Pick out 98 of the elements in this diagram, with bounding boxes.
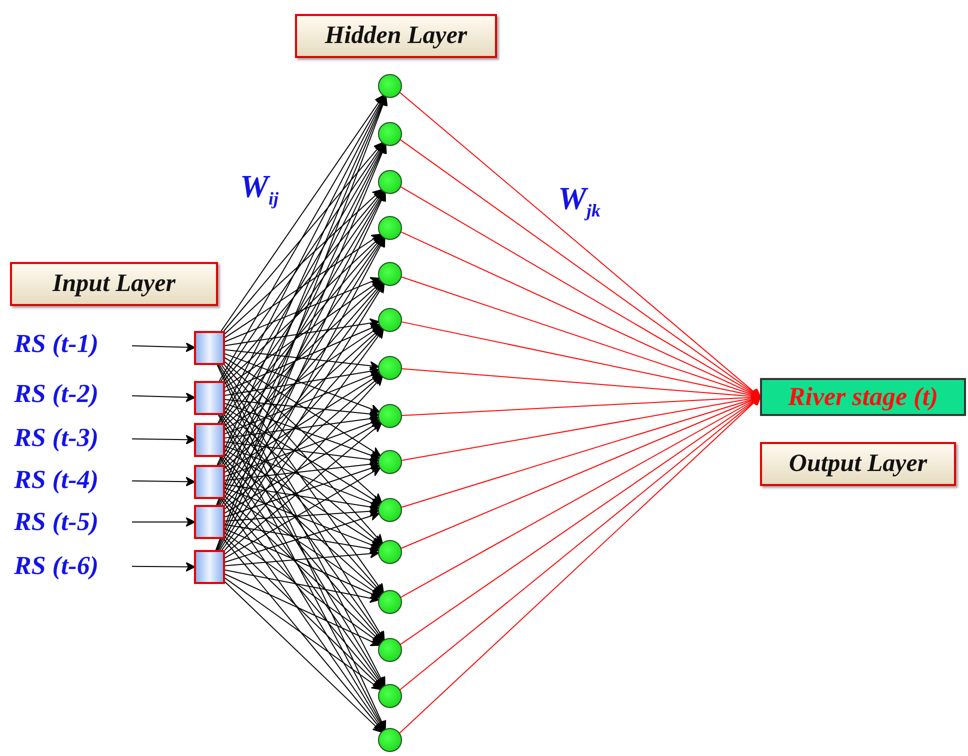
hidden-neuron — [378, 498, 402, 522]
arrow — [220, 142, 384, 382]
arrow — [224, 414, 380, 438]
layer-title: Input Layer — [10, 262, 218, 306]
arrow — [221, 328, 384, 550]
input-label: RS (t-2) — [14, 378, 132, 410]
arrow — [224, 453, 382, 596]
arrow — [132, 476, 196, 487]
hidden-neuron — [378, 308, 402, 332]
arrow — [224, 532, 382, 644]
hidden-neuron — [378, 450, 402, 474]
arrow — [224, 399, 380, 419]
arrow — [224, 484, 380, 512]
arrow — [224, 524, 380, 554]
layer-title: Hidden Layer — [295, 14, 497, 58]
arrow — [219, 364, 385, 641]
arrow — [224, 357, 382, 457]
arrow — [224, 421, 381, 514]
arrow — [224, 418, 380, 477]
arrow — [224, 578, 382, 690]
arrow — [224, 570, 380, 604]
arrow — [224, 323, 380, 392]
arrow — [224, 234, 382, 338]
arrow — [224, 506, 380, 522]
input-label: RS (t-4) — [14, 464, 132, 496]
hidden-neuron — [378, 74, 402, 98]
arrow — [223, 498, 384, 688]
arrow — [224, 280, 382, 388]
arrow — [224, 326, 382, 469]
arrow — [224, 441, 380, 464]
arrow — [223, 236, 384, 424]
hidden-neuron — [378, 122, 402, 146]
arrow — [223, 538, 384, 732]
arrow — [224, 464, 380, 518]
arrow — [224, 414, 384, 594]
arrow — [224, 574, 380, 646]
arrow — [221, 414, 384, 642]
input-label: RS (t-3) — [14, 422, 132, 454]
arrow — [221, 364, 384, 594]
arrow — [224, 446, 380, 508]
input-neuron — [194, 465, 225, 499]
arrow — [132, 434, 196, 445]
arrow — [224, 373, 382, 473]
arrow — [224, 328, 384, 506]
arrow — [224, 511, 380, 563]
hidden-neuron — [378, 170, 402, 194]
input-neuron — [194, 331, 225, 365]
input-neuron — [194, 381, 225, 415]
arrow — [132, 562, 196, 572]
hidden-neuron — [378, 638, 402, 662]
arrow — [223, 190, 384, 382]
hidden-neuron — [378, 684, 402, 708]
layer-title: Output Layer — [760, 442, 956, 486]
arrow — [224, 235, 382, 384]
input-neuron — [194, 550, 225, 584]
input-neuron — [194, 505, 225, 539]
hidden-neuron — [378, 356, 402, 380]
arrow — [224, 366, 380, 396]
arrow — [132, 342, 196, 352]
arrow — [224, 548, 380, 566]
hidden-neuron — [378, 262, 402, 286]
arrow — [224, 407, 382, 505]
input-neuron — [194, 423, 225, 457]
arrow — [224, 189, 382, 334]
arrow — [224, 492, 382, 596]
arrow — [224, 496, 382, 643]
hidden-neuron — [378, 216, 402, 240]
output-box: River stage (t) — [760, 378, 966, 416]
arrow — [224, 403, 380, 460]
weight-label: W$_{ij}$ — [240, 168, 278, 210]
arrow — [224, 459, 380, 481]
arrow — [224, 467, 381, 558]
arrow — [224, 318, 380, 346]
input-label: RS (t-1) — [14, 328, 132, 360]
arrow — [224, 353, 380, 414]
hidden-neuron — [378, 590, 402, 614]
arrow — [224, 528, 380, 598]
hidden-neuron — [378, 728, 402, 752]
arrow — [224, 277, 380, 342]
arrow — [224, 456, 384, 642]
arrow — [219, 283, 385, 550]
arrow — [223, 142, 384, 332]
arrow — [220, 94, 384, 332]
arrow — [224, 581, 382, 733]
arrow — [132, 517, 196, 527]
arrow — [224, 370, 380, 434]
arrow — [224, 326, 382, 430]
hidden-neuron — [378, 404, 402, 428]
input-label: RS (t-5) — [14, 506, 132, 538]
arrow — [132, 392, 196, 402]
arrow — [224, 349, 380, 371]
arrow — [224, 536, 382, 689]
arrow — [224, 449, 382, 547]
arrow — [224, 488, 380, 550]
arrow — [224, 281, 382, 426]
hidden-neuron — [378, 540, 402, 564]
weight-label: W$_{jk}$ — [558, 180, 600, 222]
input-label: RS (t-6) — [14, 550, 132, 582]
